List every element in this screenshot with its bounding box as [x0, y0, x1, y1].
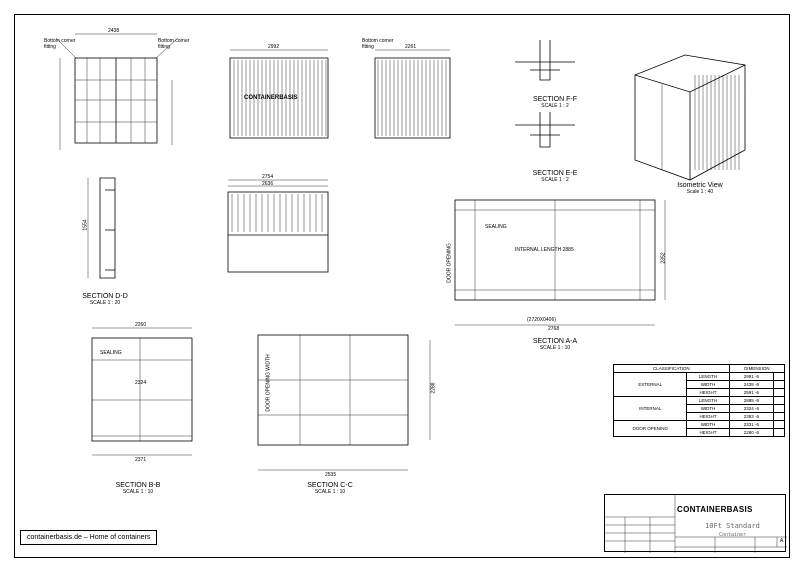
group-cell: EXTERNAL — [612, 372, 688, 397]
drawing-title-main: 10Ft Standard — [705, 522, 760, 530]
cc-height-dim: 2288 — [430, 382, 437, 394]
isometric-scale: Scale 1 : 40 — [686, 189, 714, 195]
section-bb-scale: SCALE 1 : 10 — [122, 489, 154, 495]
brand-logo: CONTAINERBASIS — [677, 505, 753, 514]
front-view-drawing — [374, 49, 451, 139]
item-cell: LENGTH — [686, 372, 730, 381]
section-aa-title: SECTION A-A — [532, 338, 578, 345]
drawing-sheet — [14, 14, 790, 558]
section-dd-title: SECTION D-D — [82, 293, 128, 300]
dimension-header: DIMENSION — [728, 364, 786, 373]
section-bb-drawing — [91, 327, 193, 456]
value-cell: 2438 -6 — [728, 380, 775, 389]
isometric-view-drawing — [634, 54, 746, 181]
value-cell: 2591 -6 — [728, 388, 775, 397]
group-cell: INTERNAL — [612, 396, 688, 421]
sheet-size: A — [780, 538, 784, 544]
item-cell: WIDTH — [686, 380, 730, 389]
section-ee-title: SECTION E-E — [532, 170, 578, 177]
section-ff-drawing — [515, 40, 575, 148]
drawing-subtitle: Container — [718, 532, 747, 538]
item-cell: HEIGHT — [686, 428, 730, 437]
rear-callout-left: Bottom corner fitting — [44, 38, 76, 50]
section-bb-title: SECTION B-B — [115, 482, 161, 489]
side-brand-text: CONTAINERBASIS — [244, 95, 298, 101]
bb-sealing-label: SEALING — [100, 350, 122, 356]
item-cell: WIDTH — [686, 420, 730, 429]
front-width-dim: 2261 — [405, 44, 417, 50]
section-dd-drawing — [87, 177, 116, 279]
value-cell: 2885 -6 — [728, 396, 775, 405]
group-cell: DOOR OPENING — [612, 420, 688, 437]
footer-text: containerbasis.de – Home of containers — [20, 530, 158, 545]
value-cell: 2280 -6 — [728, 428, 775, 437]
top-view-drawing — [227, 179, 329, 273]
item-cell: HEIGHT — [686, 388, 730, 397]
top-length-dim: 2754 — [262, 174, 274, 180]
value-cell: 2393 -6 — [728, 412, 775, 421]
top-inner-dim: 2636 — [262, 181, 274, 187]
title-block-grid — [605, 495, 787, 553]
aa-forklift-pocket-dim: (2720X0406) — [527, 317, 556, 323]
section-ee-scale: SCALE 1 : 2 — [541, 177, 569, 183]
aa-internal-length: INTERNAL LENGTH 2885 — [515, 247, 574, 253]
side-length-dim: 2992 — [268, 44, 280, 50]
rear-width-dim: 2438 — [108, 28, 120, 34]
section-cc-drawing — [257, 334, 431, 471]
aa-sealing-label: SEALING — [485, 224, 507, 230]
rear-view-drawing — [55, 33, 179, 150]
isometric-title: Isometric View — [677, 182, 723, 189]
side-view-drawing — [229, 49, 329, 139]
value-cell: 2331 -6 — [728, 420, 775, 429]
bb-width-dim: 2260 — [135, 322, 147, 328]
section-aa-drawing — [454, 199, 666, 326]
front-callout: Bottom corner fitting — [362, 38, 394, 50]
value-cell: 2324 -6 — [728, 404, 775, 413]
rear-callout-right: Bottom corner fitting — [158, 38, 190, 50]
dd-height-dim: 1554 — [82, 219, 89, 231]
section-aa-scale: SCALE 1 : 10 — [539, 345, 571, 351]
section-dd-scale: SCALE 1 : 20 — [89, 300, 121, 306]
aa-door-opening: DOOR OPENING — [446, 243, 453, 283]
item-cell: HEIGHT — [686, 412, 730, 421]
section-cc-title: SECTION C-C — [307, 482, 353, 489]
value-cell: 2991 -6 — [728, 372, 775, 381]
aa-overall-dim: 2768 — [548, 326, 560, 332]
cc-length-dim: 2535 — [325, 472, 337, 478]
bb-inner-dim: 2324 — [135, 380, 147, 386]
section-ff-scale: SCALE 1 : 2 — [541, 103, 569, 109]
item-cell: WIDTH — [686, 404, 730, 413]
bb-bottom-dim: 2371 — [135, 457, 147, 463]
aa-height-dim: 2352 — [660, 252, 667, 264]
classification-header: CLASSIFICATION — [613, 364, 730, 373]
item-cell: LENGTH — [686, 396, 730, 405]
cc-door-opening: DOOR OPENING WIDTH — [265, 354, 272, 412]
section-ff-title: SECTION F-F — [533, 96, 577, 103]
section-cc-scale: SCALE 1 : 10 — [314, 489, 346, 495]
